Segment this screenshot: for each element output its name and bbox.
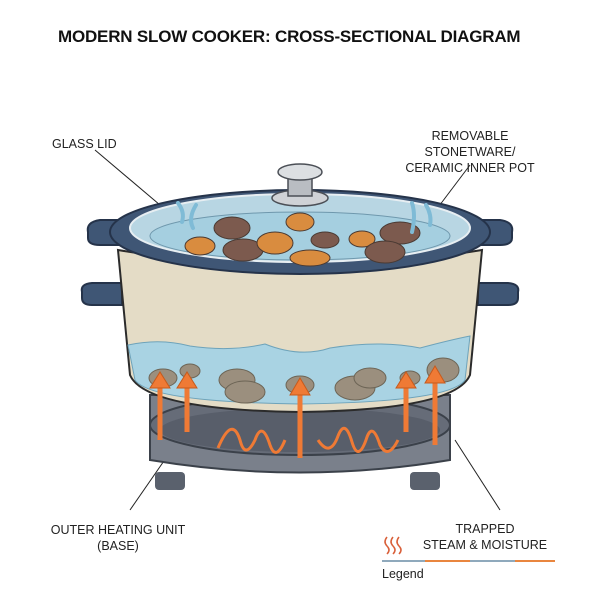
label-steam-line1: TRAPPED: [455, 522, 515, 536]
label-steam-line2: STEAM & MOISTURE: [422, 538, 548, 552]
heat-arrows: [157, 380, 438, 458]
label-inner-pot-line1: REMOVABLE STONETWARE/: [424, 129, 516, 159]
label-heating-unit: OUTER HEATING UNIT (BASE): [28, 522, 208, 554]
label-glass-lid: GLASS LID: [52, 137, 117, 151]
legend-title: Legend: [382, 567, 424, 581]
label-inner-pot: REMOVABLE STONETWARE/ CERAMIC INNER POT: [385, 128, 555, 176]
label-heating-unit-line1: OUTER HEATING UNIT: [50, 523, 186, 537]
legend: [382, 536, 555, 562]
diagram-title: MODERN SLOW COOKER: CROSS-SECTIONAL DIAG…: [58, 27, 521, 46]
heating-coils: [216, 426, 400, 454]
label-trapped-steam: TRAPPED STEAM & MOISTURE: [410, 521, 560, 553]
heat-wave-icon: [384, 536, 402, 555]
label-inner-pot-line2: CERAMIC INNER POT: [405, 161, 535, 175]
label-heating-unit-line2: (BASE): [97, 539, 139, 553]
glass-lid: [109, 163, 491, 275]
